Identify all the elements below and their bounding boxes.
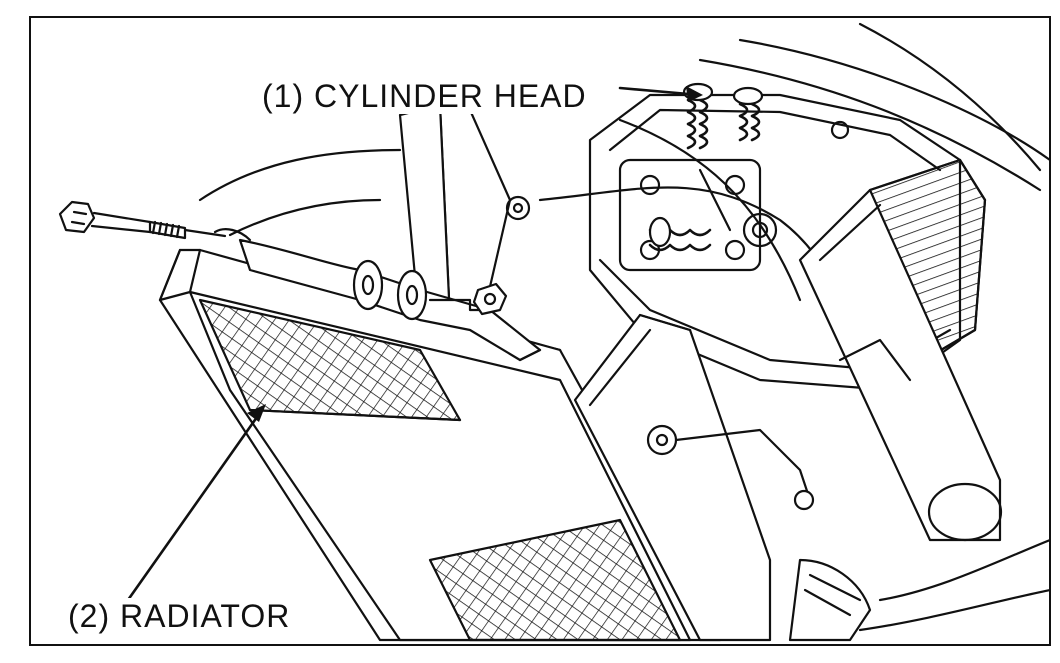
radiator-bracket <box>238 238 542 362</box>
radiator-arrowhead <box>247 404 266 422</box>
frame-side-tube <box>798 188 1003 542</box>
lower-hose <box>788 558 872 642</box>
radiator-part <box>158 248 722 642</box>
callout-arrows <box>126 86 703 602</box>
cylinder-head-leader <box>618 86 702 97</box>
radiator-leader <box>126 408 264 602</box>
radiator-label: (2) RADIATOR <box>64 598 295 634</box>
fork-leg <box>573 313 815 642</box>
cylinder-head-label: (1) CYLINDER HEAD <box>258 78 591 114</box>
cylinder-head-arrowhead <box>686 86 703 102</box>
mounting-bolt <box>58 200 252 242</box>
background-frame-lines <box>198 22 1049 632</box>
